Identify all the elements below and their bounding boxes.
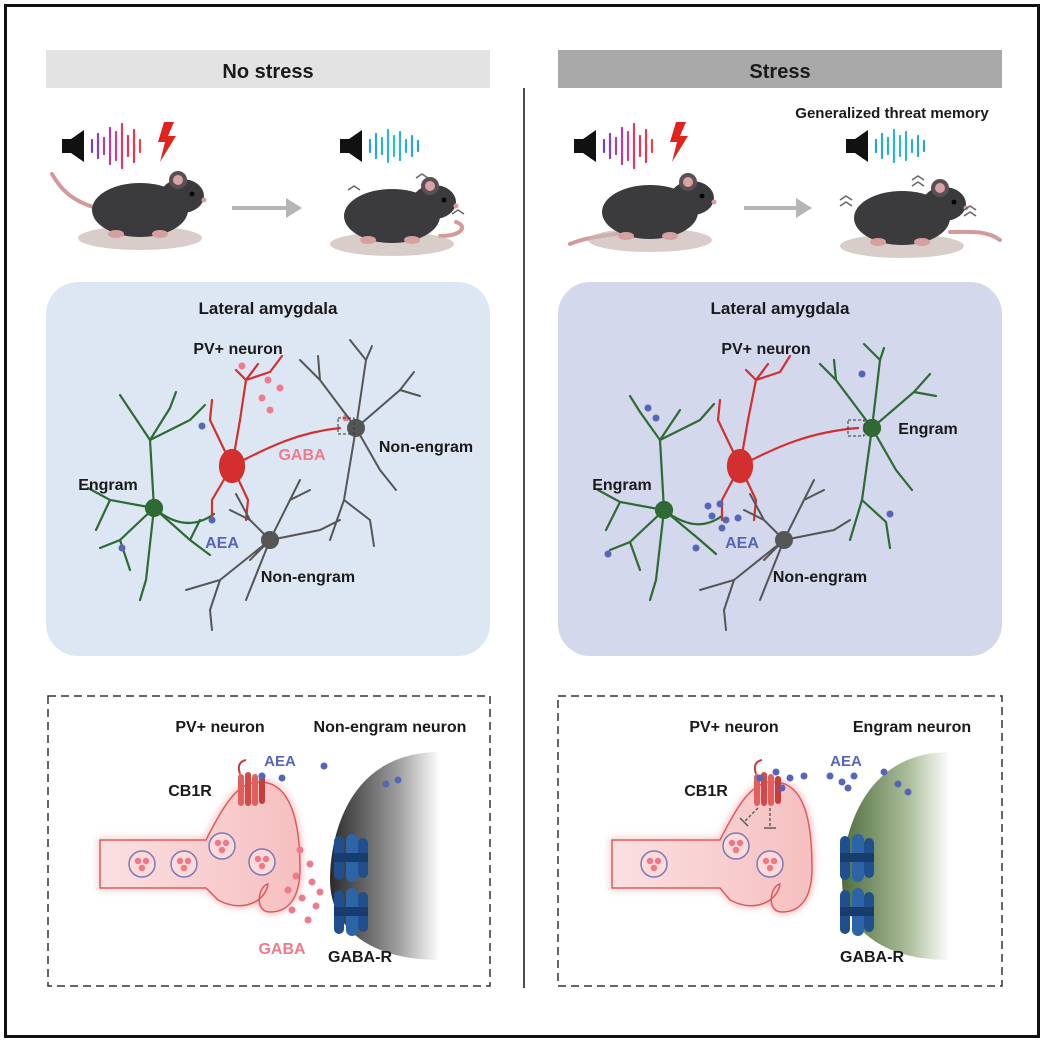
mouse-icon [50,171,207,250]
nonengram-neuron-top [299,339,421,547]
left-header: No stress [222,61,313,83]
right-detail-gabar: GABA-R [840,949,904,966]
left-region-title: Lateral amygdala [199,299,338,318]
vesicle-icon [640,850,668,878]
left-detail-pv: PV+ neuron [175,719,264,736]
shock-bolt-icon [158,122,176,162]
right-detail-pv: PV+ neuron [689,719,778,736]
left-aea-label: AEA [205,535,239,552]
right-detail-box [557,695,1003,987]
speaker-icon [340,130,362,162]
right-header: Stress [749,61,810,83]
right-engram-left-label: Engram [592,477,652,494]
left-detail-aea: AEA [264,753,296,770]
aea-dots [258,762,402,788]
left-panel: No stress [46,50,491,987]
aea-dots [604,370,894,558]
right-detail-aea: AEA [830,753,862,770]
left-detail-box [47,695,491,987]
pv-neuron [208,354,342,522]
vesicle-icon [170,850,198,878]
vesicle-icon [128,850,156,878]
speaker-icon [574,130,596,162]
nonengram-neuron [699,479,851,631]
left-detail-cb1r: CB1R [168,783,212,800]
right-engram-right-label: Engram [898,421,958,438]
right-amygdala-box [558,282,1002,656]
engram-neuron-right [818,342,938,550]
right-aea-label: AEA [725,535,759,552]
terminal [99,781,301,913]
left-amygdala-box [46,282,490,656]
tone-waveform-icon [368,128,420,164]
synapse-box [847,419,865,437]
pv-neuron [716,354,860,522]
freezing-mouse-icon [839,175,1002,258]
gaba-receptor-icon [334,888,368,936]
gaba-receptor-icon [840,834,874,882]
speaker-icon [846,130,868,162]
shock-bolt-icon [670,122,688,162]
inhibition-arrows [739,807,776,829]
tone-waveform-icon [602,122,654,170]
vesicle-icon [208,832,236,860]
nonengram-neuron-bottom [185,479,341,631]
crouched-mouse-icon [568,173,717,252]
gaba-receptor-icon [334,834,368,882]
right-subtitle: Generalized threat memory [795,105,989,122]
right-header-bar [558,50,1002,88]
vesicle-icon [722,832,750,860]
tone-waveform-icon [90,122,142,170]
vesicle-icon [756,850,784,878]
aea-dots [756,768,912,796]
left-header-bar [46,50,490,88]
gaba-release-dots [284,846,324,924]
vesicle-icon [248,848,276,876]
left-pv-label: PV+ neuron [193,341,282,358]
freezing-mouse-icon [330,173,465,256]
gaba-receptor-icon [840,888,874,936]
terminal [611,781,813,913]
synapse-box [337,417,355,435]
engram-neuron-left [596,394,724,602]
right-detail-cb1r: CB1R [684,783,728,800]
left-nonengram-bottom-label: Non-engram [261,569,355,586]
right-pv-label: PV+ neuron [721,341,810,358]
aea-dots [118,422,216,552]
engram-neuron [86,390,216,602]
right-detail-target: Engram neuron [853,719,971,736]
right-panel: Stress Generalized threat memory [557,50,1003,987]
figure-frame [4,4,1040,1038]
left-nonengram-top-label: Non-engram [379,439,473,456]
right-nonengram-label: Non-engram [773,569,867,586]
speaker-icon [62,130,84,162]
left-detail-target: Non-engram neuron [314,719,467,736]
right-region-title: Lateral amygdala [711,299,850,318]
left-detail-gaba: GABA [258,941,306,958]
tone-waveform-icon [874,128,926,164]
left-engram-label: Engram [78,477,138,494]
left-gaba-label: GABA [278,447,326,464]
left-detail-gabar: GABA-R [328,949,392,966]
